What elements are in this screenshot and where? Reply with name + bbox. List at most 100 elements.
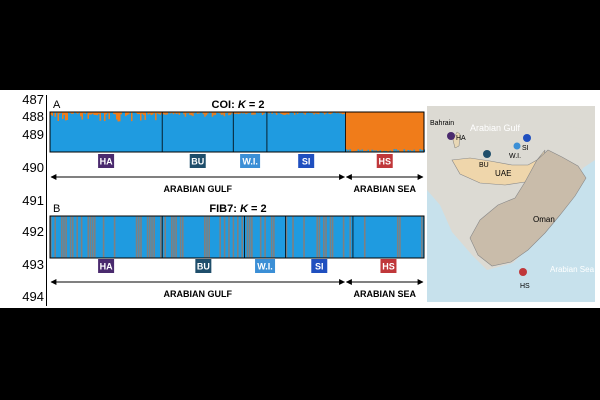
bar-cluster2 bbox=[80, 216, 83, 258]
bar-cluster2-tip bbox=[81, 112, 83, 120]
bar-cluster2 bbox=[54, 216, 56, 258]
bar-cluster2-tip bbox=[329, 112, 332, 115]
bar-cluster2 bbox=[270, 216, 273, 258]
pop-label-text: W.I. bbox=[257, 262, 273, 272]
bar-cluster1-tip bbox=[395, 149, 398, 152]
bar-cluster2-tip bbox=[316, 112, 318, 114]
line-number: 490 bbox=[22, 160, 44, 175]
bar-cluster2-tip bbox=[135, 112, 137, 114]
bar-cluster2-tip bbox=[261, 112, 264, 115]
bar-cluster2 bbox=[151, 216, 153, 258]
bar-cluster1-tip bbox=[397, 150, 400, 152]
bar-cluster2 bbox=[113, 216, 116, 258]
map-label-oman: Oman bbox=[533, 215, 555, 224]
site-wi-marker bbox=[513, 142, 521, 150]
bar-cluster2-tip bbox=[239, 112, 241, 114]
pop-label-box bbox=[298, 154, 315, 168]
bar-cluster2 bbox=[87, 216, 89, 258]
site-si-marker bbox=[523, 134, 531, 142]
bar-cluster2-tip bbox=[229, 112, 232, 115]
pop-label-text: BU bbox=[197, 262, 210, 272]
bar-cluster2-tip bbox=[50, 112, 52, 115]
bar-cluster2 bbox=[61, 216, 63, 258]
map-label-arabian-gulf: Arabian Gulf bbox=[470, 123, 521, 133]
bar-cluster2-tip bbox=[113, 112, 115, 114]
line-number: 493 bbox=[22, 257, 44, 272]
pop-label-hs: HS bbox=[380, 259, 397, 273]
bar-cluster2-tip bbox=[95, 112, 97, 115]
bar-cluster2 bbox=[65, 216, 67, 258]
bar-cluster2-tip bbox=[205, 112, 208, 116]
bar-cluster2 bbox=[160, 216, 162, 258]
line-number: 489 bbox=[22, 127, 44, 142]
bar-cluster2-tip bbox=[283, 112, 285, 116]
bar-cluster2-tip bbox=[246, 112, 249, 114]
pop-label-text: W.I. bbox=[242, 157, 258, 167]
bar-cluster2-tip bbox=[204, 112, 206, 117]
bar-cluster2-tip bbox=[84, 112, 86, 114]
region-label: ARABIAN GULF bbox=[163, 184, 232, 194]
bar-cluster2-tip bbox=[192, 112, 194, 117]
bar-cluster2-tip bbox=[174, 112, 176, 114]
bar-cluster2 bbox=[76, 216, 78, 258]
bar-cluster2-tip bbox=[263, 112, 265, 114]
bar-cluster2-tip bbox=[207, 112, 209, 114]
bar-cluster2-tip bbox=[120, 112, 122, 115]
pop-label-box bbox=[240, 154, 261, 168]
bar-cluster2 bbox=[329, 216, 332, 258]
bar-cluster2 bbox=[316, 216, 319, 258]
bar-cluster1-tip bbox=[413, 149, 416, 152]
pop-label-bu: BU bbox=[195, 259, 212, 273]
bar-cluster2 bbox=[171, 216, 173, 258]
panel-a-title: COI: K = 2 bbox=[212, 99, 265, 111]
bar-cluster2 bbox=[246, 216, 249, 258]
bar-cluster2 bbox=[208, 216, 210, 258]
bar-cluster2-tip bbox=[119, 112, 121, 122]
pop-label-box bbox=[195, 259, 212, 273]
line-number: 494 bbox=[22, 289, 44, 304]
pop-label-si: SI bbox=[298, 154, 315, 168]
site-bu-marker bbox=[483, 150, 491, 158]
bar-cluster2-tip bbox=[92, 112, 94, 114]
bar-cluster2-tip bbox=[268, 112, 270, 114]
bar-cluster2-tip bbox=[105, 112, 107, 115]
bar-cluster2-tip bbox=[242, 112, 244, 114]
bar-cluster2-tip bbox=[335, 112, 338, 114]
bar-cluster2 bbox=[89, 216, 92, 258]
bar-cluster2-tip bbox=[172, 112, 175, 115]
bar-cluster1-tip bbox=[421, 149, 424, 152]
bar-cluster2-tip bbox=[107, 112, 109, 114]
bar-cluster2-tip bbox=[286, 112, 288, 115]
pop-label-text: HS bbox=[382, 262, 395, 272]
bar-cluster2 bbox=[292, 216, 294, 258]
panel-b-title: FIB7: K = 2 bbox=[209, 203, 266, 215]
bar-cluster2-tip bbox=[304, 112, 306, 115]
panel-b-frame bbox=[49, 215, 425, 259]
bar-cluster2-tip bbox=[338, 112, 341, 114]
bar-cluster2 bbox=[228, 216, 230, 258]
bar-cluster2-tip bbox=[65, 112, 67, 121]
bar-cluster2-tip bbox=[228, 112, 230, 116]
bar-cluster2 bbox=[259, 216, 262, 258]
bar-cluster2 bbox=[223, 216, 226, 258]
bar-cluster2-tip bbox=[343, 112, 345, 115]
bar-cluster2-tip bbox=[214, 112, 217, 115]
bar-cluster2-tip bbox=[223, 112, 226, 117]
bar-cluster1-tip bbox=[383, 150, 386, 152]
pop-label-wi: W.I. bbox=[255, 259, 276, 273]
panel-a-separators bbox=[161, 112, 346, 152]
bar-cluster1-tip bbox=[409, 150, 412, 152]
bar-cluster2-tip bbox=[175, 112, 178, 115]
bar-cluster2-tip bbox=[225, 112, 227, 114]
bar-cluster2-tip bbox=[166, 112, 169, 115]
bar-cluster2-tip bbox=[150, 112, 152, 116]
pop-label-box bbox=[98, 259, 115, 273]
bar-cluster2-tip bbox=[158, 112, 160, 114]
region-label: ARABIAN SEA bbox=[353, 289, 416, 299]
bar-cluster2 bbox=[285, 216, 288, 258]
pop-label-box bbox=[255, 259, 276, 273]
bar-cluster2-tip bbox=[117, 112, 119, 122]
line-number: 491 bbox=[22, 193, 44, 208]
